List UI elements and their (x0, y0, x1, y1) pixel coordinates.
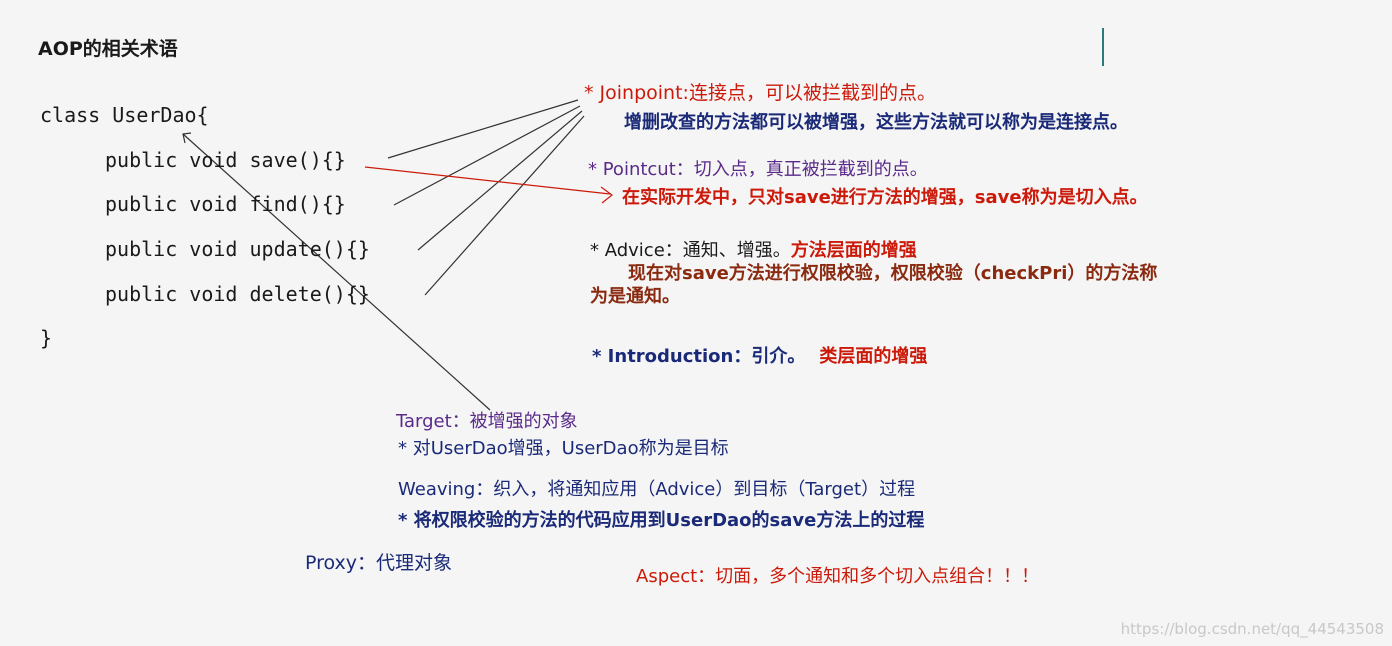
joinpoint-line-delete (424, 115, 585, 296)
introduction-label-highlight: 类层面的增强 (819, 346, 928, 367)
advice-label-text: * Advice：通知、增强。 (590, 240, 791, 261)
target-desc: * 对UserDao增强，UserDao称为是目标 (398, 438, 729, 459)
joinpoint-label: * Joinpoint:连接点，可以被拦截到的点。 (584, 82, 936, 104)
aspect-label: Aspect：切面，多个通知和多个切入点组合！！！ (636, 566, 1040, 587)
code-method-find: public void find(){} (105, 192, 346, 216)
introduction-label: * Introduction：引介。类层面的增强 (592, 348, 927, 366)
weaving-desc: * 将权限校验的方法的代码应用到UserDao的save方法上的过程 (398, 510, 925, 531)
weaving-label: Weaving：织入，将通知应用（Advice）到目标（Target）过程 (398, 479, 916, 500)
advice-desc-line2: 为是通知。 (590, 286, 680, 307)
advice-label: * Advice：通知、增强。方法层面的增强 (590, 242, 917, 260)
code-class-line: class UserDao{ (40, 103, 209, 127)
advice-label-highlight: 方法层面的增强 (790, 240, 917, 261)
watermark: https://blog.csdn.net/qq_44543508 (1120, 620, 1384, 638)
joinpoint-line-update (417, 110, 583, 251)
introduction-label-text: * Introduction：引介。 (592, 346, 806, 367)
pointcut-arrow-head (600, 186, 613, 204)
joinpoint-line-find (393, 105, 581, 206)
page-title: AOP的相关术语 (38, 38, 178, 60)
pointcut-label: * Pointcut：切入点，真正被拦截到的点。 (588, 159, 928, 180)
joinpoint-line-save (387, 99, 579, 159)
code-method-save: public void save(){} (105, 148, 346, 172)
joinpoint-desc: 增删改查的方法都可以被增强，这些方法就可以称为是连接点。 (624, 112, 1128, 133)
code-close-brace: } (40, 326, 53, 350)
text-cursor (1102, 28, 1104, 66)
code-method-update: public void update(){} (105, 237, 370, 261)
code-method-delete: public void delete(){} (105, 282, 370, 306)
pointcut-arrow-line (364, 166, 611, 195)
target-arrow-line (182, 133, 491, 411)
proxy-label: Proxy：代理对象 (305, 552, 453, 574)
target-arrow-head (182, 132, 192, 144)
pointcut-desc: 在实际开发中，只对save进行方法的增强，save称为是切入点。 (622, 187, 1148, 208)
target-label: Target：被增强的对象 (396, 411, 578, 432)
advice-desc-line1: 现在对save方法进行权限校验，权限校验（checkPri）的方法称 (628, 263, 1158, 284)
